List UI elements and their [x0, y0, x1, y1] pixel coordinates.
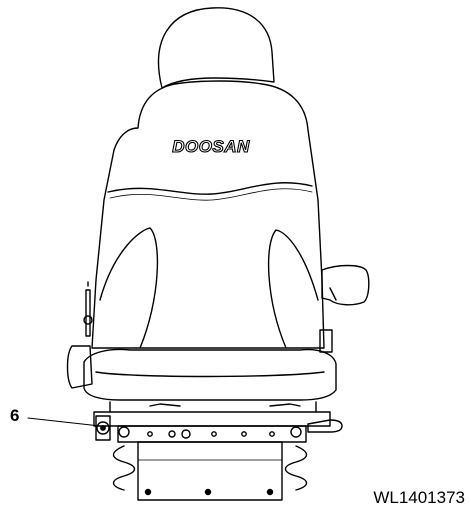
backrest-upper-contour-inner [109, 188, 313, 201]
seat-cushion-front [95, 371, 325, 378]
callout-6-knob [96, 421, 110, 435]
left-bolster-line [99, 227, 159, 349]
brand-logo: DOOSAN [172, 136, 250, 156]
brand-logo-text: DOOSAN [172, 137, 250, 156]
backrest [91, 80, 325, 349]
left-spring [112, 445, 136, 491]
backrest-upper-contour [107, 182, 313, 195]
seat-rail [93, 411, 331, 427]
right-bracket [319, 329, 333, 353]
slide-handle [307, 419, 343, 433]
left-side-handle [66, 345, 93, 389]
seat-cushion [83, 348, 337, 401]
suspension-housing [137, 441, 283, 501]
left-lever [85, 281, 91, 337]
callout-6-leader [27, 417, 101, 427]
right-bolster-line [267, 229, 319, 349]
right-armrest [321, 264, 370, 306]
figure-id: WL1401373 [373, 488, 465, 507]
mounting-plate [117, 425, 307, 443]
headrest [157, 7, 275, 89]
callout-label-6: 6 [10, 406, 20, 425]
right-spring [284, 445, 308, 491]
